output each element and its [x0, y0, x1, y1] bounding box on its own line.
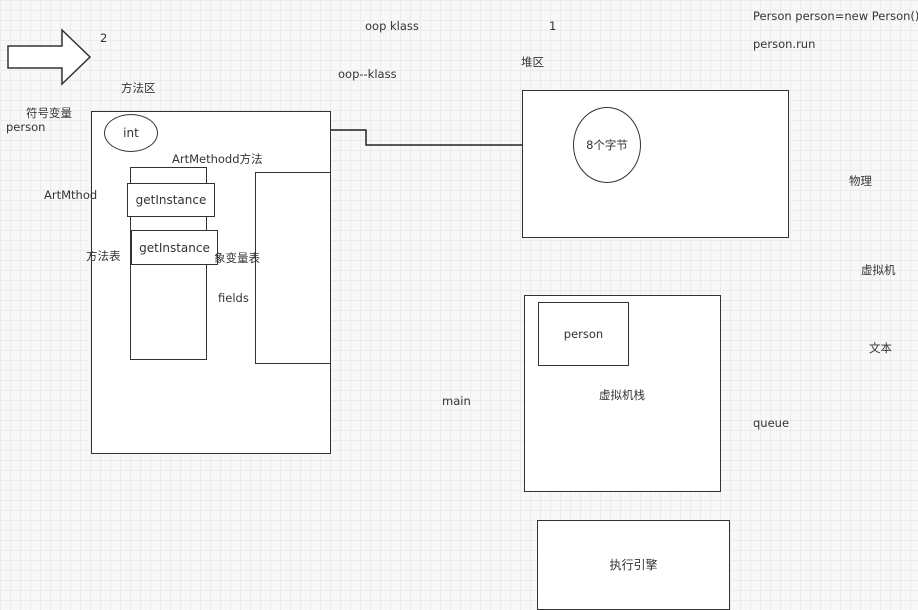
person-left-label: person: [6, 120, 46, 134]
number-2-label: 2: [100, 31, 108, 45]
fields-label: fields: [218, 291, 249, 305]
heap-area-box: [522, 90, 789, 238]
get-instance-label-2: getInstance: [139, 240, 210, 255]
artmethod-method-label: ArtMethodd方法: [172, 152, 263, 166]
variable-table-box: [255, 172, 331, 364]
exec-engine-label: 执行引擎: [609, 558, 658, 572]
virtual-machine-label: 虚拟机: [861, 263, 896, 277]
oop-klass-label: oop klass: [365, 19, 419, 33]
variable-table-label: 象变量表: [214, 251, 260, 265]
object-node: 8个字节: [573, 107, 641, 183]
symbol-var-label: 符号变量: [26, 106, 72, 120]
get-instance-box-2: getInstance: [131, 230, 218, 265]
main-label: main: [442, 394, 471, 408]
eight-bytes-label: 8个字节: [586, 138, 628, 152]
person-declaration-label: Person person=new Person(): [753, 9, 918, 23]
int-node: int: [104, 114, 158, 152]
person-frame-box: person: [538, 302, 629, 366]
hollow-arrow-shape: [7, 28, 92, 86]
vm-stack-label: 虚拟机栈: [599, 388, 645, 402]
queue-label: queue: [753, 416, 790, 430]
number-1-label: 1: [549, 19, 557, 33]
artmthod-label: ArtMthod: [44, 188, 98, 202]
oop-dash-klass-label: oop--klass: [338, 67, 397, 81]
get-instance-label-1: getInstance: [135, 193, 207, 207]
int-label: int: [123, 126, 139, 140]
exec-engine-box: 执行引擎: [537, 520, 730, 610]
method-area-label: 方法区: [121, 81, 156, 95]
get-instance-box-1: getInstance: [127, 183, 215, 217]
text-label: 文本: [869, 341, 892, 355]
physical-label: 物理: [849, 174, 872, 188]
person-frame-label: person: [563, 327, 604, 341]
method-table-label: 方法表: [86, 249, 121, 263]
heap-label: 堆区: [521, 55, 544, 69]
person-run-label: person.run: [753, 37, 816, 51]
